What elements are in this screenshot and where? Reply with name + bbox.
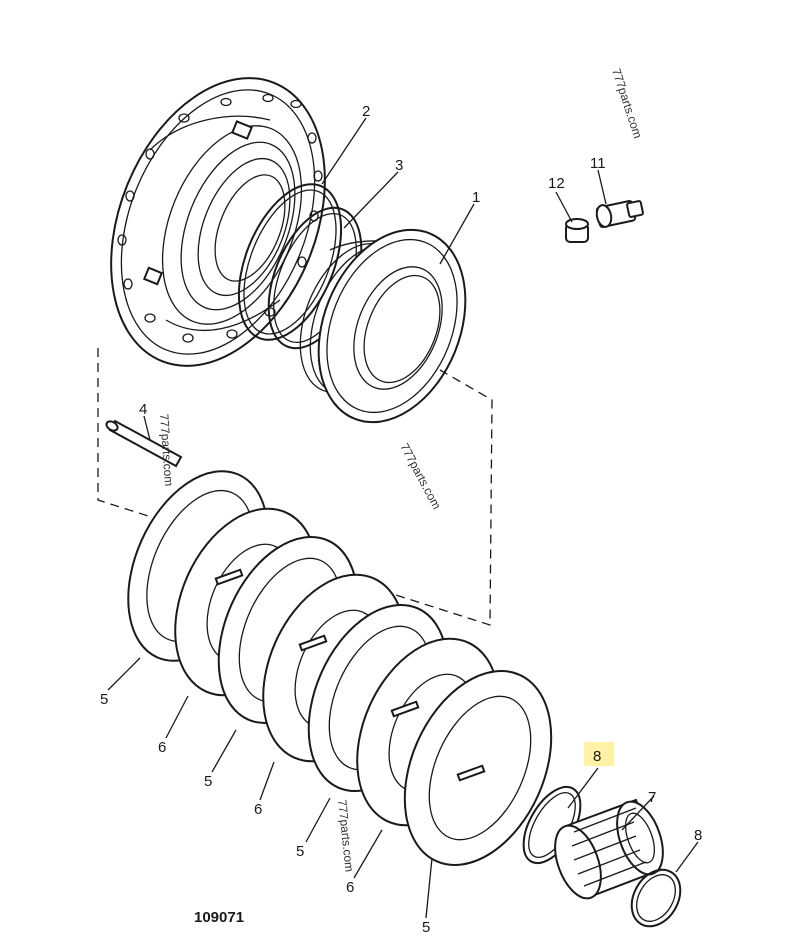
callout-3: 3	[395, 157, 403, 174]
diagram-reference-number: 109071	[194, 909, 244, 926]
watermark-bottom: 777parts.com	[335, 799, 357, 873]
callout-5d: 5	[422, 919, 430, 936]
callout-5a: 5	[100, 691, 108, 708]
callout-2: 2	[362, 103, 370, 120]
callout-8-highlighted: 8	[593, 748, 601, 765]
pin	[105, 419, 183, 468]
callout-6b: 6	[254, 801, 262, 818]
seal-ring-2	[237, 183, 343, 341]
watermark-left: 777parts.com	[157, 413, 176, 487]
watermark-center: 777parts.com	[397, 441, 443, 512]
callout-4: 4	[139, 401, 147, 418]
callout-1: 1	[472, 189, 480, 206]
plate-stack	[127, 470, 553, 866]
callout-5c: 5	[296, 843, 304, 860]
callout-6c: 6	[346, 879, 354, 896]
callout-6a: 6	[158, 739, 166, 756]
callout-7: 7	[648, 789, 656, 806]
leader-lines	[107, 117, 699, 919]
housing-bolt-holes	[117, 93, 323, 343]
callout-8: 8	[694, 827, 702, 844]
watermark-top-right: 777parts.com	[609, 67, 645, 140]
alignment-dashed-line	[97, 348, 493, 626]
splined-hub	[554, 798, 664, 900]
callout-12: 12	[548, 175, 565, 192]
housing	[110, 77, 326, 367]
highlight-box	[584, 742, 614, 766]
snap-ring-8-lower	[630, 868, 682, 928]
callout-11: 11	[590, 155, 606, 172]
callout-5b: 5	[204, 773, 212, 790]
fitting-11	[595, 200, 644, 228]
piston	[299, 228, 467, 424]
fitting-12	[565, 218, 589, 243]
